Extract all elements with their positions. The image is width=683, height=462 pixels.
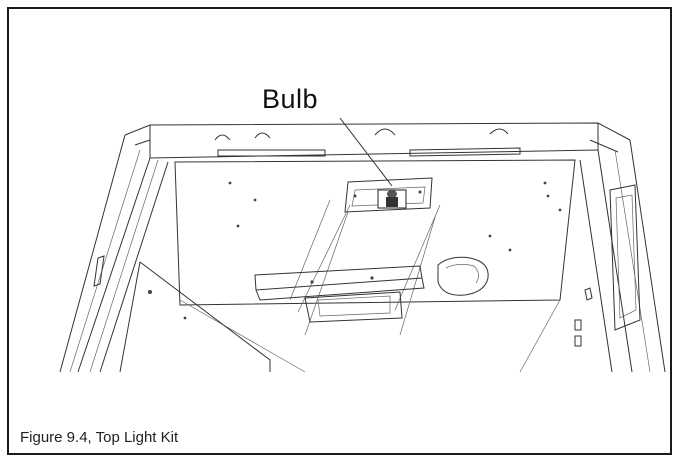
bulb-callout-label: Bulb: [262, 84, 319, 114]
callout-leader-line: [339, 117, 393, 187]
light-bar: [254, 265, 425, 323]
hood-module: [437, 256, 489, 296]
cabinet-frame: [59, 122, 666, 373]
vent-strips: [93, 255, 593, 301]
bulb-bracket: [344, 177, 433, 213]
figure-frame: [7, 7, 672, 455]
figure-caption: Figure 9.4, Top Light Kit: [20, 429, 179, 446]
bulb-icon: [377, 189, 407, 209]
mounting-wires: [289, 199, 441, 336]
